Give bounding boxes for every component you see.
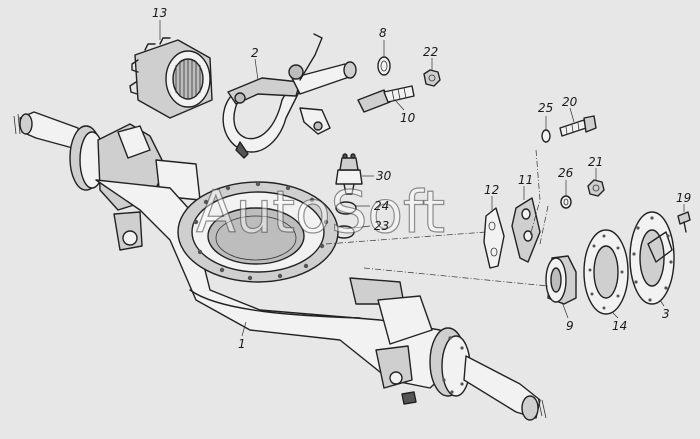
callout-13: 13	[152, 6, 167, 20]
part-12-gasket	[483, 207, 505, 269]
watermark: AutoSoft	[196, 178, 445, 246]
callout-23: 23	[374, 219, 389, 233]
part-10-stud	[357, 85, 415, 113]
part-25-washer	[541, 129, 551, 143]
part-24-oring	[335, 201, 357, 215]
callout-10: 10	[400, 111, 416, 125]
part-22-nut	[423, 69, 441, 87]
callout-1: 1	[238, 337, 246, 351]
callout-19: 19	[676, 191, 691, 205]
part-8-ring	[377, 56, 391, 76]
part-2-clamp-lever	[222, 33, 357, 159]
part-19-screw	[677, 211, 691, 233]
part-30-sensor	[335, 153, 363, 195]
callout-21: 21	[588, 155, 603, 169]
part-20-bolt	[559, 115, 597, 137]
callout-24: 24	[374, 199, 389, 213]
part-26-washer	[560, 195, 572, 209]
callout-12: 12	[484, 183, 499, 197]
callout-25: 25	[538, 101, 553, 115]
part-3-cover	[629, 211, 675, 305]
part-13-bearing-cup	[129, 37, 213, 119]
part-21-nut	[587, 179, 605, 197]
callout-labels: 13 2 8 22 10 25 20 30 24 23 12 11 26 21 …	[152, 6, 691, 351]
callout-14: 14	[612, 319, 627, 333]
callout-8: 8	[379, 26, 387, 40]
part-1-axle-housing	[13, 111, 547, 421]
part-11-bracket	[511, 197, 541, 263]
part-14-gasket-disc	[583, 229, 629, 315]
callout-11: 11	[518, 173, 533, 187]
part-9-bearing	[545, 255, 577, 305]
leader-lines	[159, 20, 685, 337]
callout-9: 9	[566, 319, 574, 333]
callout-2: 2	[251, 46, 259, 60]
callout-20: 20	[562, 95, 578, 109]
callout-26: 26	[558, 166, 574, 180]
callout-22: 22	[423, 45, 438, 59]
callout-3: 3	[662, 307, 670, 321]
callout-30: 30	[376, 169, 392, 183]
